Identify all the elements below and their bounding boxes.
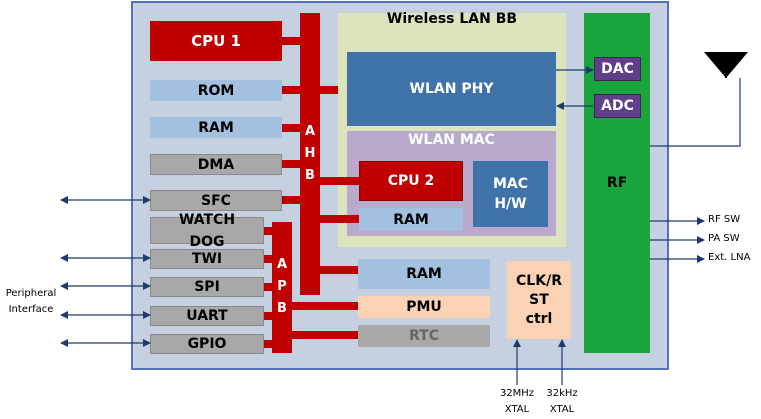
antenna-feed-line — [650, 78, 741, 147]
twi-block: TWI — [150, 249, 264, 269]
ahb-stub-cpu1 — [282, 37, 300, 45]
ext-lna-label: Ext. LNA — [708, 252, 751, 263]
wireless-lan-bb-title: Wireless LAN BB — [386, 11, 518, 27]
apb-letter-a: A — [276, 257, 288, 272]
pmu-block: PMU — [358, 296, 490, 318]
apb-stub-rtc — [292, 331, 358, 339]
spi-block: SPI — [150, 277, 264, 297]
wlan-mac-title: WLAN MAC — [408, 132, 495, 148]
ahb-stub-dma — [282, 160, 300, 168]
rtc-block: RTC — [358, 325, 490, 347]
gpio-block: GPIO — [150, 334, 264, 354]
ram-mac-block: RAM — [359, 208, 463, 231]
xtal-32khz-label: 32kHz XTAL — [546, 388, 578, 415]
apb-stub-pmu — [292, 302, 358, 310]
uart-block: UART — [150, 306, 264, 326]
apb-stub-watchdog — [264, 227, 272, 235]
ahb-stub-phy — [320, 86, 338, 94]
apb-letter-p: P — [277, 279, 287, 294]
ahb-letter-a: A — [304, 124, 316, 139]
ahb-stub-ram-mac — [320, 215, 359, 223]
xtal-32mhz-label: 32MHz XTAL — [499, 388, 535, 415]
ahb-stub-sfc — [282, 196, 300, 204]
cpu2-block: CPU 2 — [359, 161, 463, 201]
adc-block: ADC — [594, 94, 641, 118]
apb-stub-spi — [264, 283, 272, 291]
apb-stub-uart — [264, 312, 272, 320]
ahb-stub-ram — [282, 124, 300, 132]
peripheral-interface-label: Peripheral Interface — [5, 288, 57, 315]
mac-hw-block: MAC H/W — [473, 161, 548, 227]
ahb-letter-b: B — [305, 168, 315, 183]
rf-sw-label: RF SW — [708, 214, 741, 225]
watchdog-block: WATCH DOG — [150, 212, 264, 250]
cpu1-block: CPU 1 — [150, 21, 282, 61]
apb-stub-twi — [264, 255, 272, 263]
apb-stub-gpio — [264, 340, 272, 348]
dma-block: DMA — [150, 154, 282, 175]
ahb-stub-cpu2 — [320, 177, 359, 185]
ahb-stub-ram-main — [320, 266, 358, 274]
apb-bus — [272, 222, 292, 353]
ahb-stub-rom — [282, 86, 300, 94]
rom-block: ROM — [150, 80, 282, 101]
wlan-phy-block: WLAN PHY — [347, 52, 556, 126]
ram-block-left: RAM — [150, 117, 282, 138]
apb-letter-b: B — [277, 301, 287, 316]
ram-main-block: RAM — [358, 259, 490, 289]
sfc-block: SFC — [150, 190, 282, 211]
ahb-bus — [300, 13, 320, 295]
clk-rst-ctrl-block: CLK/R ST ctrl — [507, 261, 571, 339]
dac-block: DAC — [594, 57, 641, 81]
pa-sw-label: PA SW — [708, 233, 740, 244]
ahb-letter-h: H — [304, 146, 316, 161]
